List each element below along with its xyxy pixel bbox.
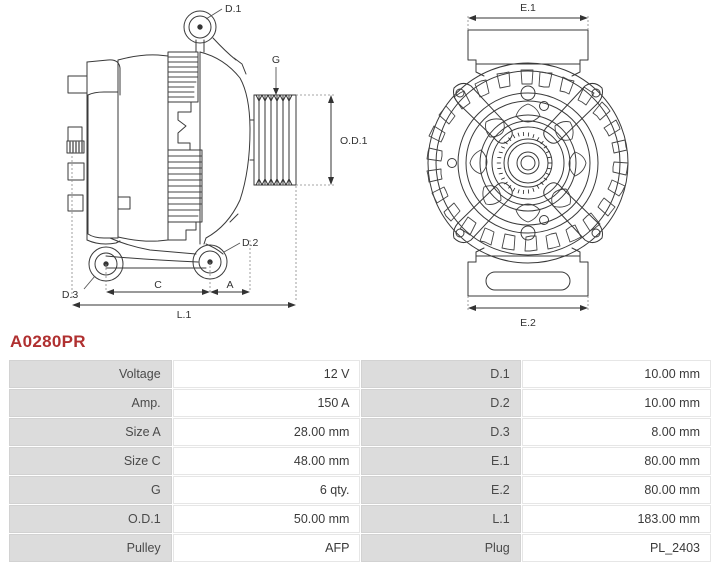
specification-table-body: Voltage 12 V D.1 10.00 mm Amp. 150 A D.2…: [9, 360, 711, 562]
alternator-end-view: E.1 E.2: [380, 0, 720, 330]
technical-drawings: D.1 D.2 D.3 G O.D.1 A C L.1: [0, 0, 720, 330]
spec-value-d1: 10.00 mm: [521, 360, 711, 388]
spec-label-od1: O.D.1: [9, 505, 172, 533]
specification-table: Voltage 12 V D.1 10.00 mm Amp. 150 A D.2…: [8, 359, 712, 563]
spec-value-pulley: AFP: [172, 534, 361, 562]
table-row: Voltage 12 V D.1 10.00 mm: [9, 360, 711, 388]
spec-label-plug: Plug: [361, 534, 521, 562]
spec-label-e2: E.2: [361, 476, 521, 504]
callout-label-d1: D.1: [225, 3, 242, 15]
dimension-label-od1: O.D.1: [340, 135, 368, 147]
table-row: O.D.1 50.00 mm L.1 183.00 mm: [9, 505, 711, 533]
callout-leader-d2: [223, 242, 241, 253]
part-number-title: A0280PR: [10, 332, 86, 351]
spec-label-g: G: [9, 476, 172, 504]
spec-value-l1: 183.00 mm: [521, 505, 711, 533]
spec-value-e2: 80.00 mm: [521, 476, 711, 504]
alternator-side-view: D.1 D.2 D.3 G O.D.1 A C L.1: [0, 0, 380, 330]
spec-value-e1: 80.00 mm: [521, 447, 711, 475]
table-row: Size C 48.00 mm E.1 80.00 mm: [9, 447, 711, 475]
dimension-label-c: C: [154, 279, 162, 291]
spec-value-od1: 50.00 mm: [172, 505, 361, 533]
spec-label-pulley: Pulley: [9, 534, 172, 562]
spec-label-d3: D.3: [361, 418, 521, 446]
table-row: Pulley AFP Plug PL_2403: [9, 534, 711, 562]
spec-value-voltage: 12 V: [172, 360, 361, 388]
spec-value-g: 6 qty.: [172, 476, 361, 504]
side-view-svg: D.1 D.2 D.3 G O.D.1 A C L.1: [62, 3, 368, 321]
dimension-label-a: A: [226, 279, 233, 291]
spec-value-amp: 150 A: [172, 389, 361, 417]
dimension-label-e1: E.1: [520, 2, 536, 14]
table-row: Size A 28.00 mm D.3 8.00 mm: [9, 418, 711, 446]
spec-label-amp: Amp.: [9, 389, 172, 417]
table-row: Amp. 150 A D.2 10.00 mm: [9, 389, 711, 417]
spec-label-l1: L.1: [361, 505, 521, 533]
dimension-label-l1: L.1: [177, 309, 192, 321]
callout-leader-d1: [205, 8, 223, 20]
dimension-label-e2: E.2: [520, 317, 536, 329]
end-view-svg: E.1 E.2: [426, 2, 629, 329]
spec-value-d3: 8.00 mm: [521, 418, 711, 446]
spec-label-size-a: Size A: [9, 418, 172, 446]
spec-label-d2: D.2: [361, 389, 521, 417]
spec-label-d1: D.1: [361, 360, 521, 388]
callout-label-d3: D.3: [62, 289, 79, 301]
callout-label-g: G: [272, 54, 280, 66]
spec-label-voltage: Voltage: [9, 360, 172, 388]
table-row: G 6 qty. E.2 80.00 mm: [9, 476, 711, 504]
callout-leader-d3: [83, 275, 96, 290]
spec-label-e1: E.1: [361, 447, 521, 475]
callout-label-d2: D.2: [242, 237, 259, 249]
spec-value-plug: PL_2403: [521, 534, 711, 562]
spec-value-d2: 10.00 mm: [521, 389, 711, 417]
spec-label-size-c: Size C: [9, 447, 172, 475]
spec-value-size-a: 28.00 mm: [172, 418, 361, 446]
spec-value-size-c: 48.00 mm: [172, 447, 361, 475]
